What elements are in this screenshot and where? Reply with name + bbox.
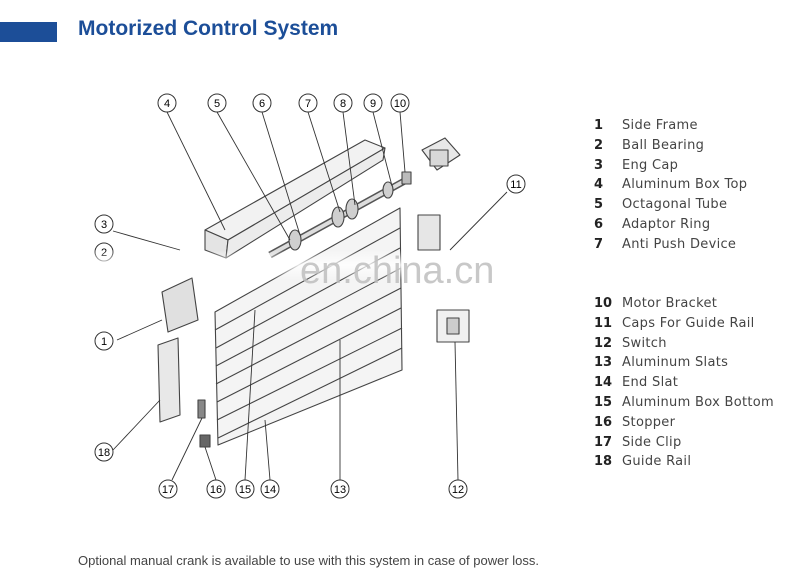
- callout-14: 14: [260, 479, 280, 499]
- svg-text:9: 9: [370, 98, 376, 110]
- svg-text:3: 3: [101, 219, 107, 231]
- callout-3: 3: [94, 214, 114, 234]
- header-accent-bar: [0, 22, 57, 42]
- callout-9: 9: [363, 93, 383, 113]
- callout-16: 16: [206, 479, 226, 499]
- svg-text:15: 15: [239, 484, 251, 496]
- watermark-text: en.china.cn: [300, 250, 495, 292]
- watermark-band: [88, 250, 788, 280]
- callout-5: 5: [207, 93, 227, 113]
- svg-text:13: 13: [334, 484, 346, 496]
- svg-text:4: 4: [164, 98, 170, 110]
- callout-13: 13: [330, 479, 350, 499]
- svg-text:17: 17: [162, 484, 174, 496]
- svg-text:6: 6: [259, 98, 265, 110]
- guide-rail-cap-part: [417, 214, 441, 251]
- callout-12: 12: [448, 479, 468, 499]
- callout-17: 17: [158, 479, 178, 499]
- callout-7: 7: [298, 93, 318, 113]
- callout-8: 8: [333, 93, 353, 113]
- svg-text:10: 10: [394, 98, 406, 110]
- svg-text:12: 12: [452, 484, 464, 496]
- aluminum-box-top-part: [204, 139, 386, 259]
- callout-11: 11: [506, 174, 526, 194]
- callout-6: 6: [252, 93, 272, 113]
- stopper-part: [199, 434, 211, 448]
- switch-part: [436, 309, 470, 343]
- svg-text:16: 16: [210, 484, 222, 496]
- page-title: Motorized Control System: [78, 17, 339, 40]
- svg-text:8: 8: [340, 98, 346, 110]
- callout-4: 4: [157, 93, 177, 113]
- side-frame-part: [161, 277, 199, 333]
- svg-text:7: 7: [305, 98, 311, 110]
- svg-text:1: 1: [101, 336, 107, 348]
- callout-15: 15: [235, 479, 255, 499]
- svg-text:18: 18: [98, 447, 110, 459]
- callout-1: 1: [94, 331, 114, 351]
- guide-rail-part: [157, 337, 181, 423]
- svg-text:14: 14: [264, 484, 276, 496]
- octagonal-tube-part: [268, 171, 412, 259]
- callout-10: 10: [390, 93, 410, 113]
- side-clip-part: [197, 399, 206, 419]
- svg-text:5: 5: [214, 98, 220, 110]
- footer-note: Optional manual crank is available to us…: [78, 553, 539, 568]
- svg-text:11: 11: [510, 179, 521, 191]
- callout-18: 18: [94, 442, 114, 462]
- motor-bracket-part: [421, 137, 461, 171]
